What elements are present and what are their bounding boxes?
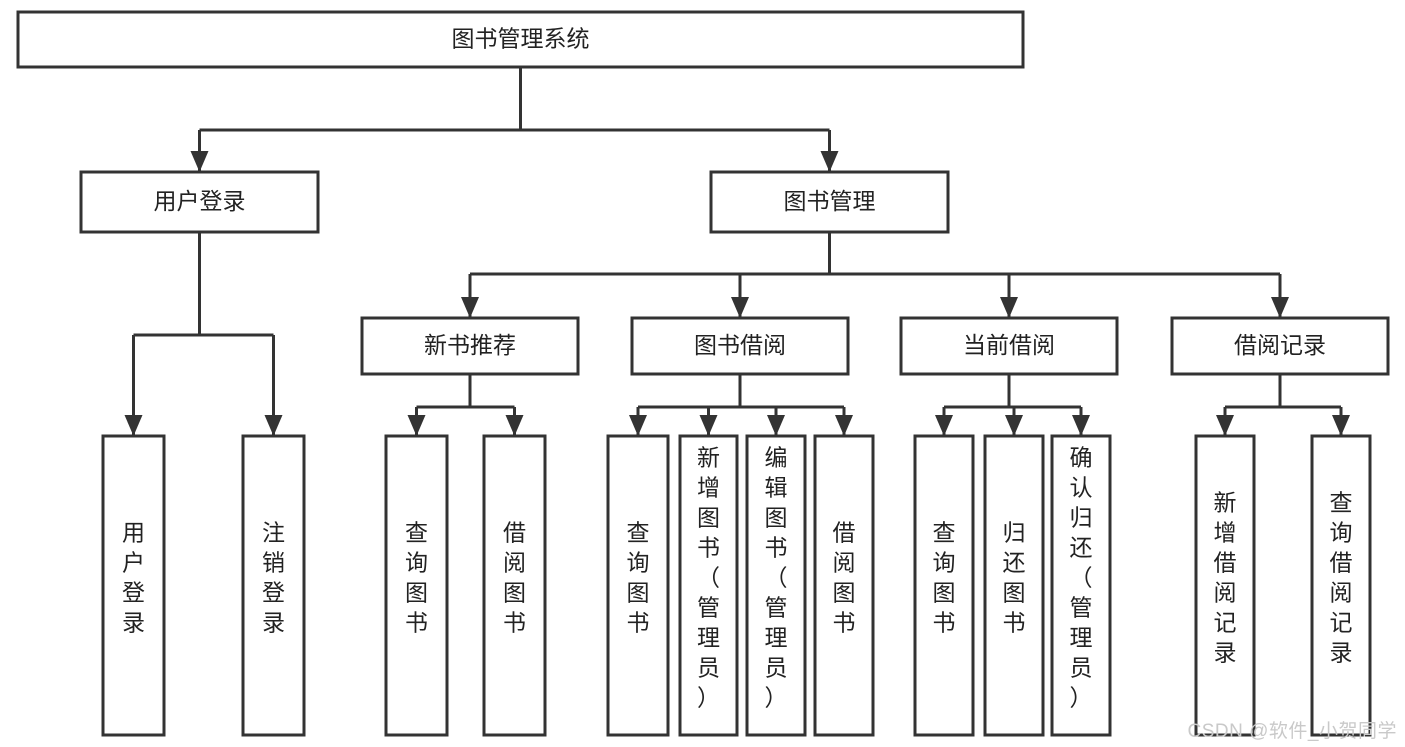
flow-node-leaf-new-borrow[interactable]: 借阅图书 <box>482 434 547 737</box>
node-label: 用户登录 <box>122 520 145 636</box>
node-box <box>16 10 1025 69</box>
node-label: 图书管理 <box>784 188 876 214</box>
node-label: 新增借阅记录 <box>1214 490 1237 666</box>
node-box <box>1194 434 1256 737</box>
arrow-head <box>1271 297 1289 318</box>
node-label: 查询借阅记录 <box>1330 490 1353 666</box>
arrow-head <box>264 415 283 436</box>
flow-node-leaf-new-query[interactable]: 查询图书 <box>384 434 449 737</box>
node-box <box>79 170 320 234</box>
flow-node-newbook[interactable]: 新书推荐 <box>360 316 580 376</box>
node-label: 确认归还（管理员） <box>1070 445 1093 711</box>
node-box <box>101 434 166 737</box>
flow-node-record[interactable]: 借阅记录 <box>1170 316 1390 376</box>
node-label: 查询图书 <box>405 520 428 636</box>
node-box <box>983 434 1045 737</box>
flow-node-current[interactable]: 当前借阅 <box>899 316 1119 376</box>
flow-node-leaf-user-logout[interactable]: 注销登录 <box>241 434 306 737</box>
node-box <box>745 434 807 737</box>
arrow-head <box>699 415 718 436</box>
node-box <box>813 434 875 737</box>
node-label: 图书管理系统 <box>452 26 590 52</box>
flow-node-leaf-cur-return[interactable]: 归还图书 <box>983 434 1045 737</box>
flow-node-leaf-borrow-do[interactable]: 借阅图书 <box>813 434 875 737</box>
flow-node-root[interactable]: 图书管理系统 <box>16 10 1025 69</box>
arrow-head <box>407 415 426 436</box>
node-label: 用户登录 <box>154 188 246 214</box>
arrow-head <box>1072 415 1090 436</box>
node-box <box>1050 434 1112 737</box>
node-label: 查询图书 <box>627 520 650 636</box>
node-box <box>899 316 1119 376</box>
arrow-head <box>1216 415 1234 436</box>
nodes-layer: 图书管理系统用户登录图书管理新书推荐图书借阅当前借阅借阅记录用户登录注销登录查询… <box>16 10 1390 737</box>
node-box <box>384 434 449 737</box>
arrow-head <box>767 415 785 436</box>
flow-node-leaf-cur-confirm[interactable]: 确认归还（管理员） <box>1050 434 1112 737</box>
arrow-head <box>835 415 853 436</box>
flow-node-borrow[interactable]: 图书借阅 <box>630 316 850 376</box>
node-box <box>709 170 950 234</box>
flow-node-leaf-user-login[interactable]: 用户登录 <box>101 434 166 737</box>
node-label: 编辑图书（管理员） <box>765 445 788 711</box>
arrow-head <box>190 151 209 172</box>
node-label: 借阅图书 <box>503 520 526 636</box>
node-box <box>630 316 850 376</box>
arrow-head <box>124 415 143 436</box>
flow-node-leaf-cur-query[interactable]: 查询图书 <box>913 434 975 737</box>
node-label: 图书借阅 <box>694 332 786 358</box>
arrow-head <box>505 415 524 436</box>
node-label: 注销登录 <box>262 520 285 636</box>
arrow-head <box>461 297 479 318</box>
node-label: 新增图书（管理员） <box>697 445 720 711</box>
node-box <box>241 434 306 737</box>
node-label: 借阅记录 <box>1234 332 1326 358</box>
node-box <box>678 434 739 737</box>
node-label: 归还图书 <box>1003 520 1026 636</box>
node-box <box>482 434 547 737</box>
flow-node-leaf-borrow-edit[interactable]: 编辑图书（管理员） <box>745 434 807 737</box>
flow-node-leaf-borrow-add[interactable]: 新增图书（管理员） <box>678 434 739 737</box>
arrow-head <box>1000 297 1018 318</box>
arrow-head <box>629 415 647 436</box>
node-box <box>360 316 580 376</box>
node-label: 借阅图书 <box>833 520 856 636</box>
node-label: 当前借阅 <box>963 332 1055 358</box>
flow-node-login[interactable]: 用户登录 <box>79 170 320 234</box>
node-label: 查询图书 <box>933 520 956 636</box>
arrow-head <box>1332 415 1350 436</box>
connectors-layer <box>124 67 1350 436</box>
node-label: 新书推荐 <box>424 332 516 358</box>
arrow-head <box>820 151 839 172</box>
arrow-head <box>731 297 749 318</box>
node-box <box>1170 316 1390 376</box>
arrow-head <box>1005 415 1023 436</box>
flow-node-leaf-rec-query[interactable]: 查询借阅记录 <box>1310 434 1372 737</box>
node-box <box>1310 434 1372 737</box>
node-box <box>913 434 975 737</box>
node-box <box>606 434 670 737</box>
flow-node-leaf-rec-add[interactable]: 新增借阅记录 <box>1194 434 1256 737</box>
flow-node-leaf-borrow-query[interactable]: 查询图书 <box>606 434 670 737</box>
arrow-head <box>935 415 953 436</box>
flow-node-bookmgmt[interactable]: 图书管理 <box>709 170 950 234</box>
